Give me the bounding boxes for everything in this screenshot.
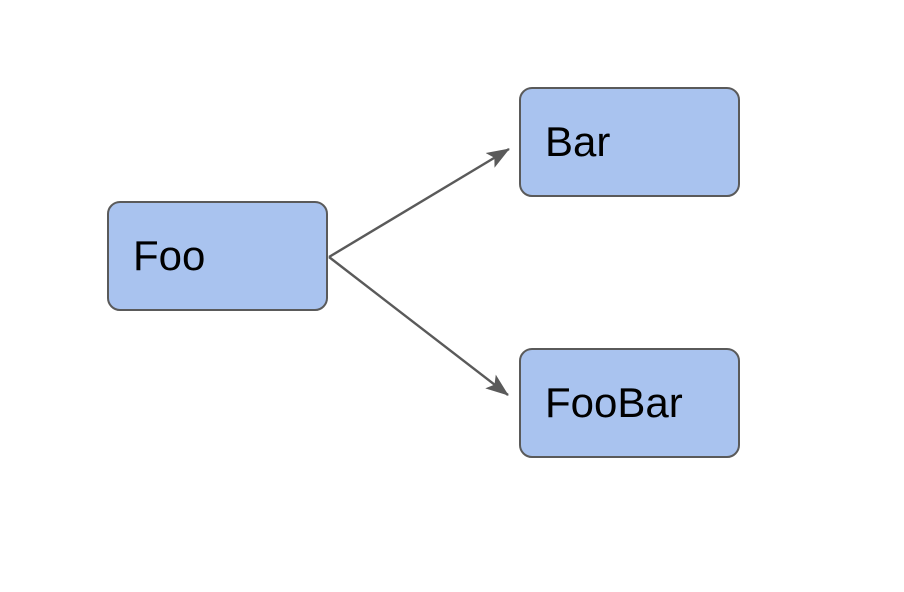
node-foo-label: Foo	[133, 232, 206, 279]
node-foobar-label: FooBar	[545, 379, 683, 426]
node-foo[interactable]: Foo	[107, 201, 328, 311]
node-bar[interactable]: Bar	[519, 87, 740, 197]
edge-foo-to-bar	[328, 147, 510, 259]
edge-foo-to-foobar	[328, 256, 509, 396]
node-foobar[interactable]: FooBar	[519, 348, 740, 458]
node-bar-label: Bar	[545, 118, 611, 165]
